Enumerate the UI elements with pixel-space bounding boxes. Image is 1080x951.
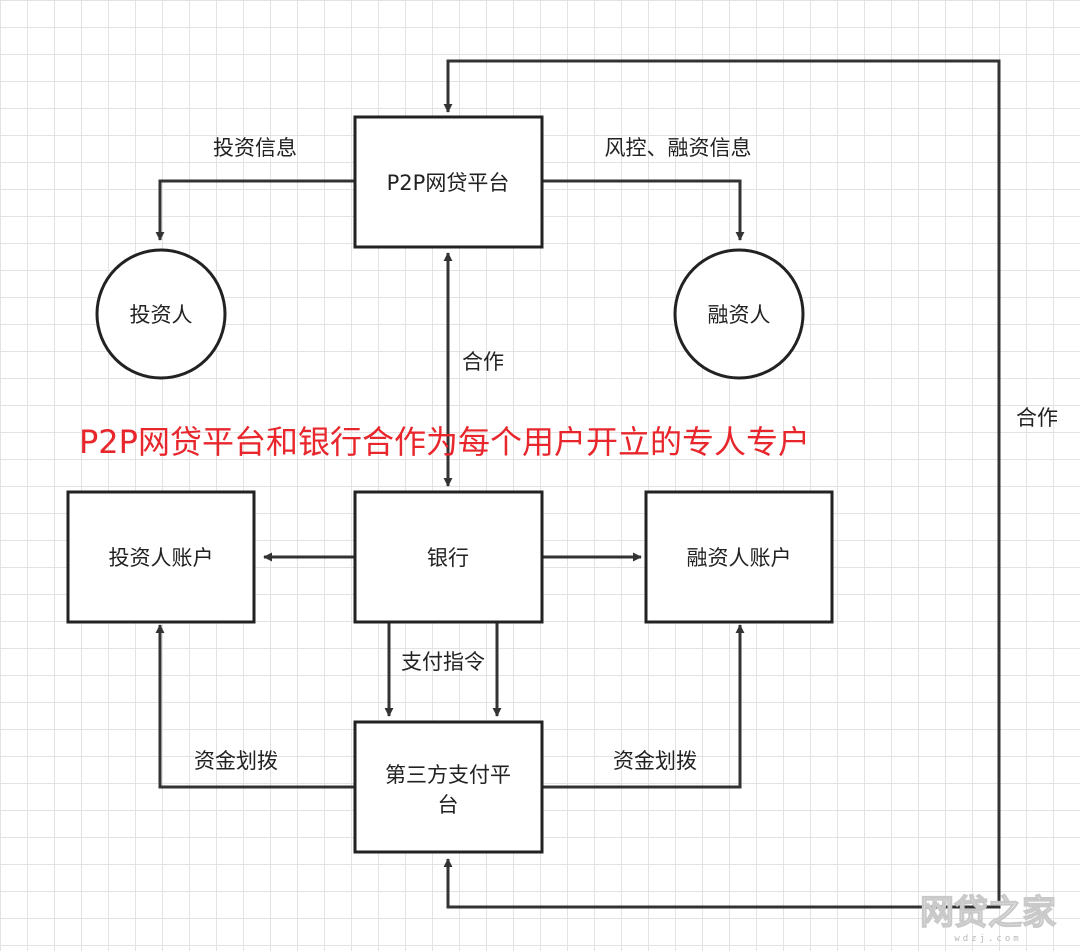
investment-info-label: 投资信息 [213,136,297,160]
investor-label: 投资人 [130,303,193,327]
third-party-payment-box [353,720,544,854]
edge-payment-to-investor-account [155,624,355,789]
edges [155,59,1001,909]
fund-transfer-left-label: 资金划拨 [194,749,278,773]
risk-financing-info-label: 风控、融资信息 [605,136,752,160]
borrower-label: 融资人 [708,303,771,327]
edge-platform-to-borrower [542,179,745,241]
p2p-platform-box [353,115,544,249]
watermark-text: 网贷之家 [920,893,1056,933]
watermark-sub-text: wdzj.com [954,934,1021,944]
third-party-payment-label-line1: 第三方支付平 [385,763,511,787]
investor-account-label: 投资人账户 [109,546,214,570]
edge-payment-to-borrower-account [542,624,745,789]
bank-label: 银行 [427,546,469,570]
borrower-circle [673,248,805,380]
cooperation-center-label: 合作 [462,350,504,374]
edge-platform-to-investor [155,179,355,241]
fund-transfer-right-label: 资金划拨 [613,749,697,773]
borrower-account-box [644,490,834,624]
investor-account-box [66,490,256,624]
borrower-account-label: 融资人账户 [687,546,792,570]
p2p-platform-label: P2P网贷平台 [387,171,510,195]
edge-platform-payment-cooperation [443,59,1001,909]
nodes: P2P网贷平台 投资人 融资人 银行 投资人账户 融资人账户 第三方支付平 台 [66,115,834,854]
third-party-payment-label-line2: 台 [438,793,459,817]
cooperation-right-label: 合作 [1016,406,1058,430]
payment-instruction-label: 支付指令 [401,650,485,674]
investor-circle [95,248,227,380]
annotation-text: P2P网贷平台和银行合作为每个用户开立的专人专户 [79,423,810,461]
watermark: 网贷之家 wdzj.com [919,892,1056,944]
bank-box [353,490,544,624]
edge-labels: 投资信息 风控、融资信息 合作 合作 支付指令 资金划拨 资金划拨 [194,136,1058,773]
